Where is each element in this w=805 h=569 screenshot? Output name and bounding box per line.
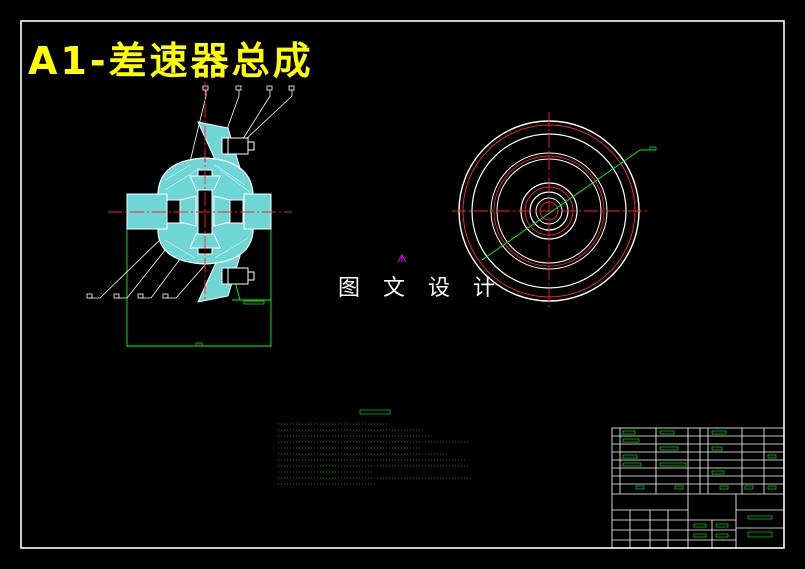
- end-view-center-lines: [452, 112, 648, 310]
- end-view-dimension: [481, 146, 657, 261]
- sheet-border: [20, 20, 785, 549]
- title-block: [611, 427, 785, 549]
- technical-requirements: [278, 409, 472, 485]
- section-leaders: [86, 85, 295, 299]
- requirements-heading: [359, 409, 391, 415]
- half-shafts: [126, 193, 272, 230]
- title-block-entries: [622, 430, 777, 538]
- drawing-title: A1-差速器总成: [28, 39, 314, 83]
- ucs-marker-icon: [397, 254, 407, 263]
- end-view: [452, 112, 657, 310]
- ring-gear-bolts: [221, 137, 255, 285]
- section-center-lines: [108, 82, 292, 300]
- section-dimensions: [126, 225, 272, 347]
- requirements-lines: [278, 423, 472, 485]
- section-view: [86, 82, 295, 347]
- watermark-text: 图 文 设 计: [338, 276, 503, 301]
